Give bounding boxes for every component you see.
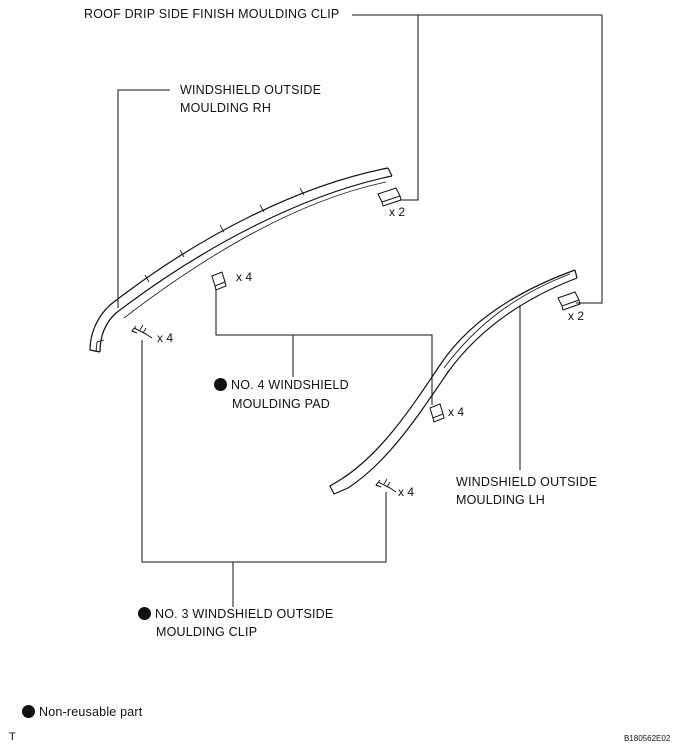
leader-windshield-rh (117, 89, 170, 308)
legend: Non-reusable part (22, 704, 142, 720)
non-reusable-icon (22, 705, 35, 718)
pad-rh-part (211, 271, 227, 291)
pad-lh-part (429, 403, 445, 423)
label-clip3-1: NO. 3 WINDSHIELD OUTSIDE (138, 606, 333, 622)
qty-pad-rh: x 4 (236, 270, 253, 284)
figure-code: B180562E02 (624, 734, 671, 743)
clip3-rh-part (131, 324, 153, 339)
label-roof-clip: ROOF DRIP SIDE FINISH MOULDING CLIP (84, 7, 340, 21)
label-windshield-rh-1: WINDSHIELD OUTSIDE (180, 83, 322, 97)
clip3-lh-part (375, 478, 397, 493)
corner-mark: T (9, 731, 16, 743)
label-pad-1: NO. 4 WINDSHIELD (214, 377, 349, 393)
roof-clip-lh-part (557, 291, 581, 311)
leader-roof-clip-rh (400, 15, 419, 201)
qty-pad-lh: x 4 (448, 405, 465, 419)
non-reusable-icon (138, 607, 151, 620)
roof-clip-rh-part (377, 187, 402, 207)
leader-pad (215, 290, 433, 405)
qty-roof-clip-rh: x 2 (389, 205, 406, 219)
leader-roof-clip (352, 14, 603, 304)
label-windshield-rh-2: MOULDING RH (180, 101, 272, 115)
windshield-moulding-rh (89, 167, 393, 353)
label-pad-2: MOULDING PAD (232, 397, 331, 411)
legend-text: Non-reusable part (39, 705, 143, 719)
qty-roof-clip-lh: x 2 (568, 309, 585, 323)
label-windshield-lh-1: WINDSHIELD OUTSIDE (456, 475, 598, 489)
label-clip3-2: MOULDING CLIP (156, 625, 258, 639)
label-windshield-lh-2: MOULDING LH (456, 493, 546, 507)
non-reusable-icon (214, 378, 227, 391)
leader-clip3 (141, 340, 387, 563)
windshield-moulding-lh (329, 269, 578, 495)
qty-clip3-rh: x 4 (157, 331, 174, 345)
qty-clip3-lh: x 4 (398, 485, 415, 499)
